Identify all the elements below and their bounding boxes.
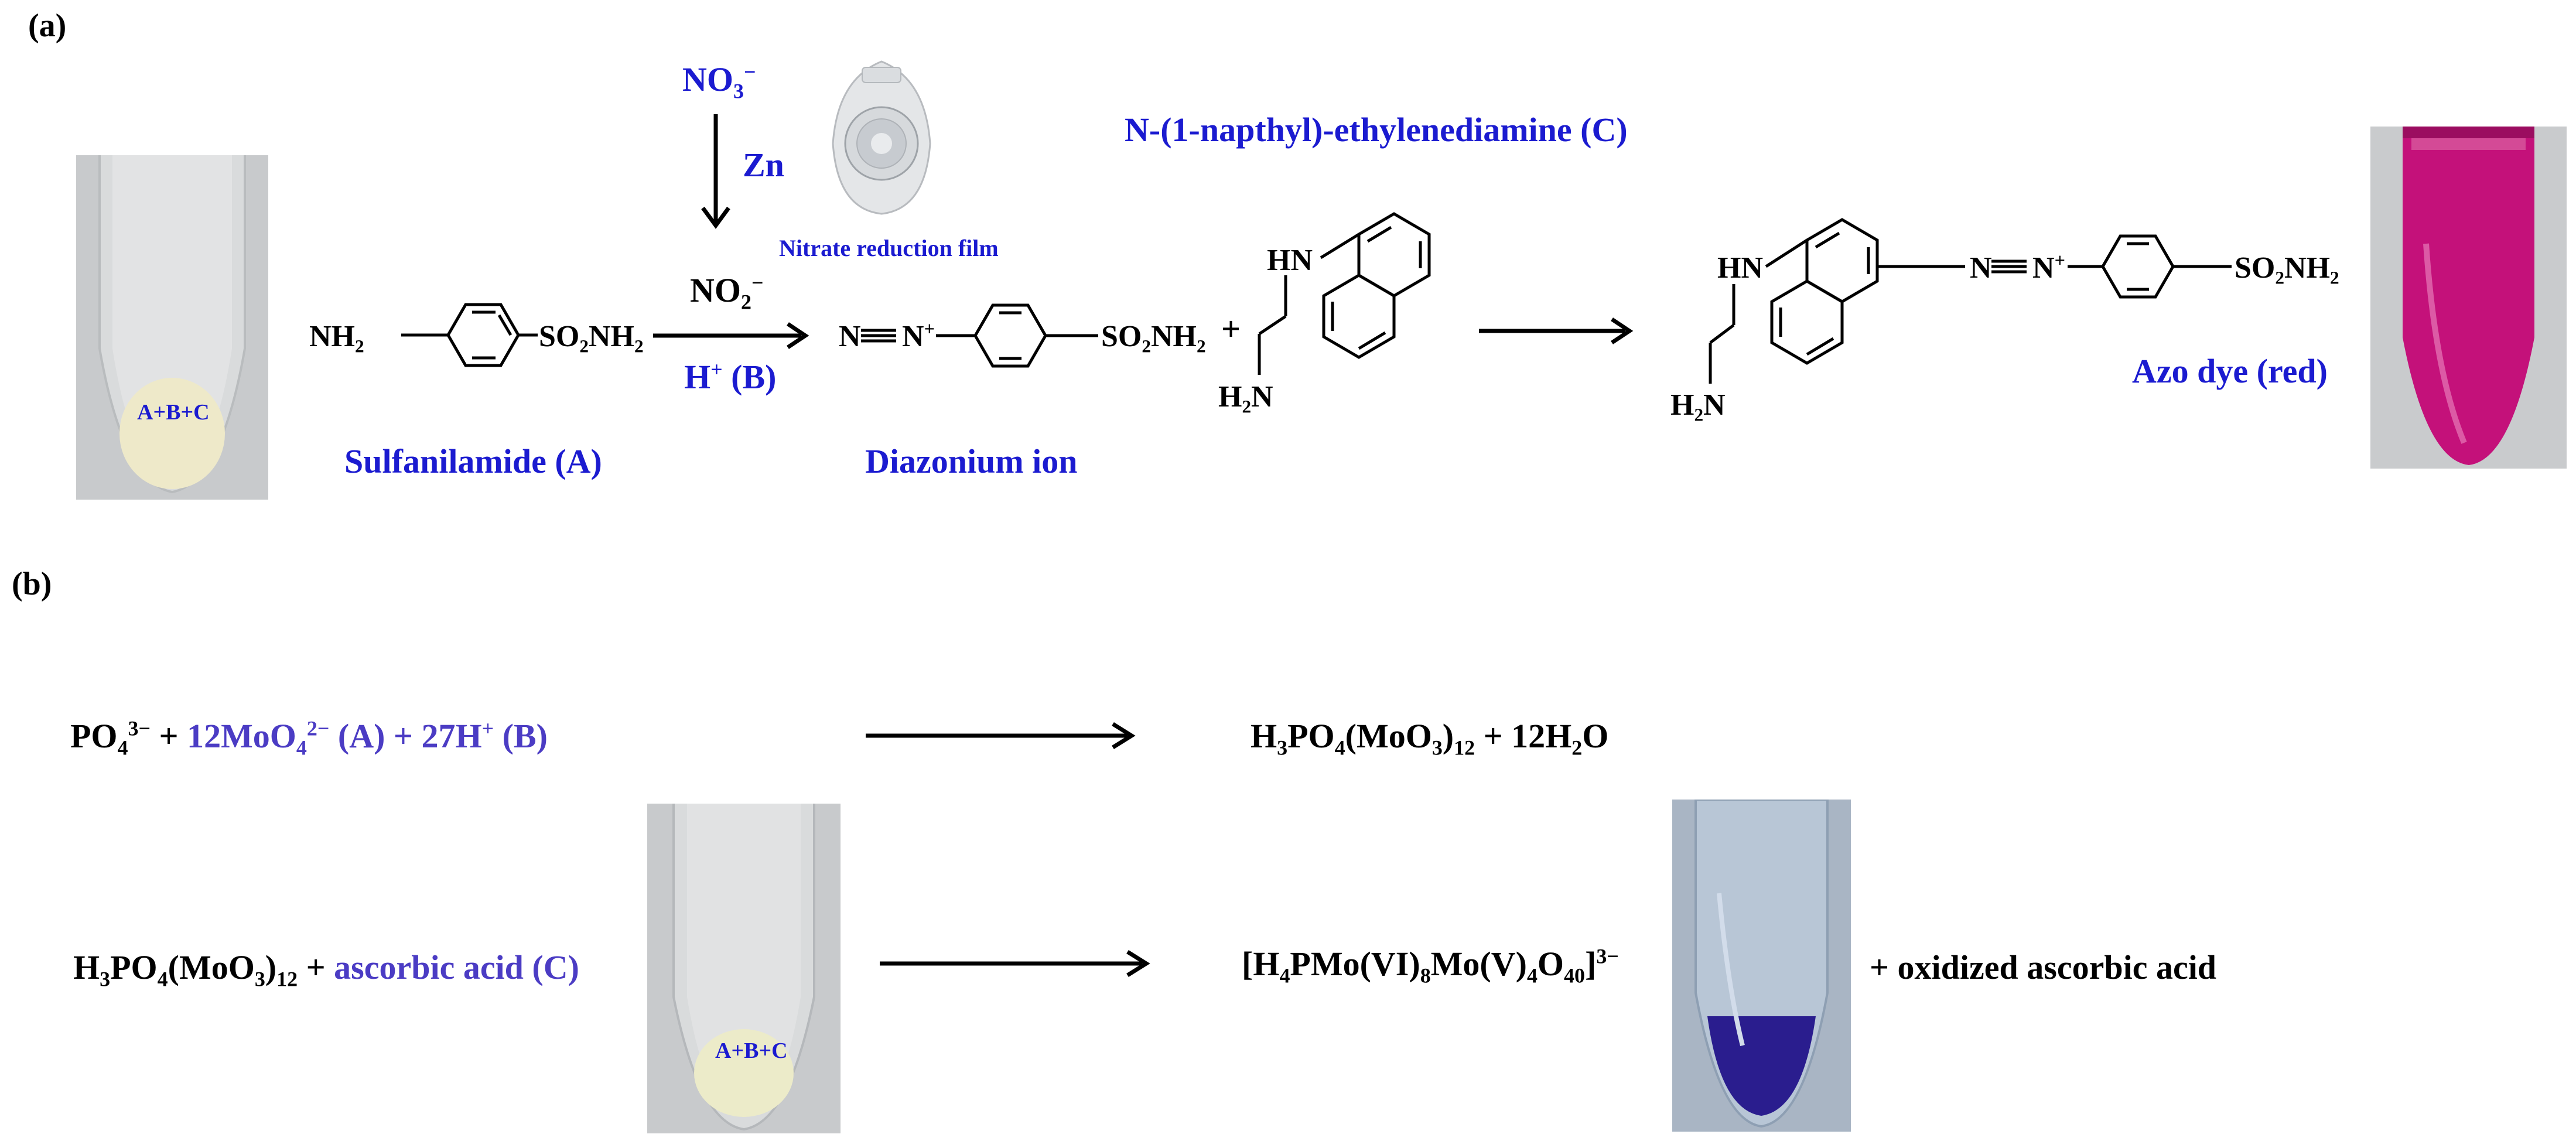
tube-outline-icon [672, 804, 815, 1131]
sulfanilamide-name: Sulfanilamide (A) [344, 442, 602, 480]
equation2-reactants: H3PO4(MoO3)12 + ascorbic acid (C) [73, 948, 579, 991]
equation2-product: [H4PMo(VI)8Mo(V)4O40]3− [1242, 944, 1619, 988]
sulfanilamide-so2nh2: SO₂NH₂ [539, 320, 644, 353]
nitrate-ion: NO3− [682, 60, 756, 103]
reagent-c-name: N-(1-napthyl)-ethylenediamine (C) [1125, 111, 1628, 149]
naphthylethylenediamine-structure [1258, 212, 1431, 375]
reagent-c-hn: HN [1267, 244, 1313, 277]
tube-photo-red [2370, 127, 2567, 469]
red-tube-icon [2403, 127, 2534, 465]
azo-dye-name: Azo dye (red) [2132, 352, 2328, 390]
azo-n-right: N+ [2032, 250, 2065, 285]
reduction-arrowhead [701, 206, 730, 229]
tube-photo-colorless: A+B+C [76, 155, 268, 500]
diazotization-arrowhead [787, 322, 809, 349]
reagent-c-h2n: H₂N [1218, 380, 1273, 414]
equation2-arrowhead [1126, 950, 1150, 977]
tube-photo-blue [1672, 800, 1851, 1132]
nitrite-ion: NO2− [690, 271, 764, 314]
oxidized-ascorbic-acid: + oxidized ascorbic acid [1870, 948, 2217, 986]
panel-a-label: (a) [28, 8, 67, 44]
equation1-arrowhead [1112, 722, 1136, 749]
azo-h2n: H₂N [1670, 388, 1726, 422]
panel-b-label: (b) [12, 566, 52, 602]
nitrate-film-photo [826, 56, 937, 220]
tube-label: A+B+C [137, 400, 210, 425]
zinc-label: Zn [743, 146, 784, 184]
coupling-arrowhead [1611, 317, 1634, 344]
tube-label: A+B+C [715, 1038, 788, 1063]
acid-b-label: H+ (B) [684, 357, 777, 396]
equation1-reactants: PO43− + 12MoO42− (A) + 27H+ (B) [70, 716, 548, 760]
tube-outline-icon [98, 155, 246, 494]
diazo-so2nh2: SO₂NH₂ [1101, 320, 1206, 353]
plus-sign: + [1221, 310, 1241, 348]
diazonium-name: Diazonium ion [865, 442, 1078, 480]
azo-so2nh2: SO₂NH₂ [2235, 251, 2339, 285]
diazonium-structure [861, 303, 1098, 368]
sulfanilamide-nh2: NH₂ [309, 320, 364, 353]
azo-n-left: N [1970, 251, 1992, 285]
sulfanilamide-ring [401, 303, 538, 367]
equation1-products: H3PO4(MoO3)12 + 12H2O [1251, 717, 1609, 760]
blue-tube-icon [1694, 800, 1829, 1128]
azo-hn: HN [1717, 251, 1763, 285]
film-caption: Nitrate reduction film [779, 235, 999, 261]
tube-photo-phosphate-blank: A+B+C [647, 804, 841, 1133]
diazo-n-left: N [839, 320, 861, 353]
diazo-n-right: N+ [902, 318, 935, 353]
film-device-icon [832, 60, 931, 215]
